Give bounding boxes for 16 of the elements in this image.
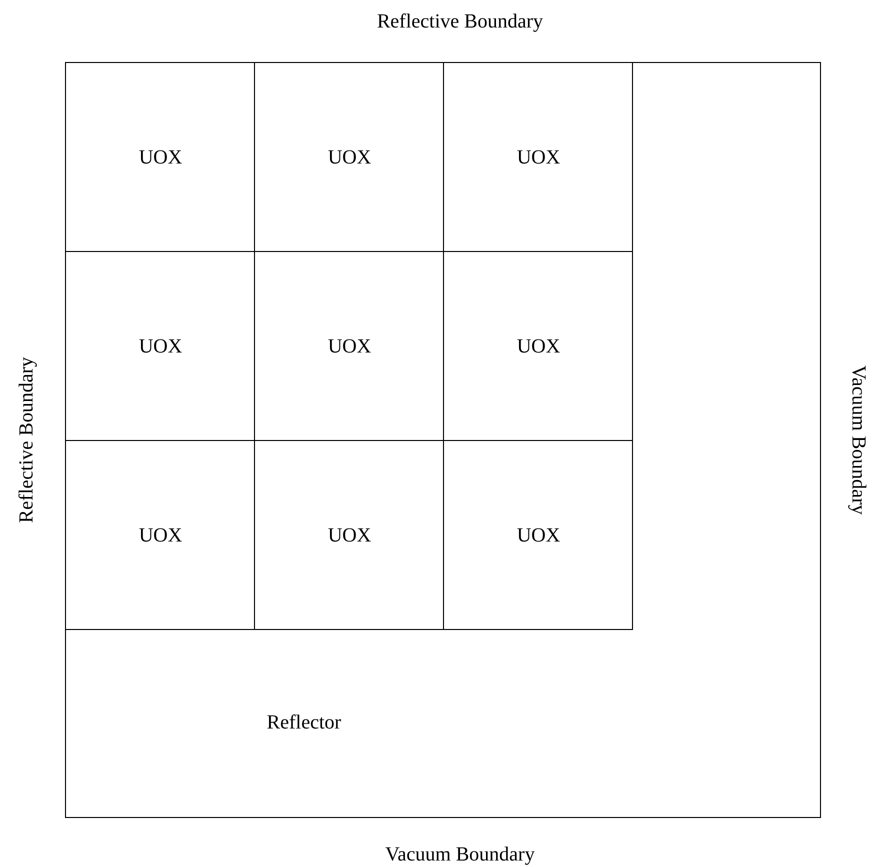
cell-label: UOX (516, 524, 560, 547)
boundary-label: Vacuum Boundary (385, 844, 535, 866)
fuel-assembly-cell (443, 440, 633, 630)
cell-label: UOX (328, 524, 372, 547)
cell-label: UOX (138, 335, 182, 358)
boundary-label: Vacuum Boundary (846, 365, 870, 515)
reflector-region (65, 62, 821, 818)
cell-label: UOX (138, 524, 182, 547)
region-label: Reflector (266, 712, 342, 734)
cell-label: UOX (516, 335, 560, 358)
cell-label: UOX (328, 146, 372, 169)
cell-label: UOX (516, 146, 560, 169)
cell-label: UOX (328, 335, 372, 358)
cell-label: UOX (138, 146, 182, 169)
boundary-label: Reflective Boundary (16, 356, 38, 524)
boundary-label: Reflective Boundary (376, 10, 544, 34)
